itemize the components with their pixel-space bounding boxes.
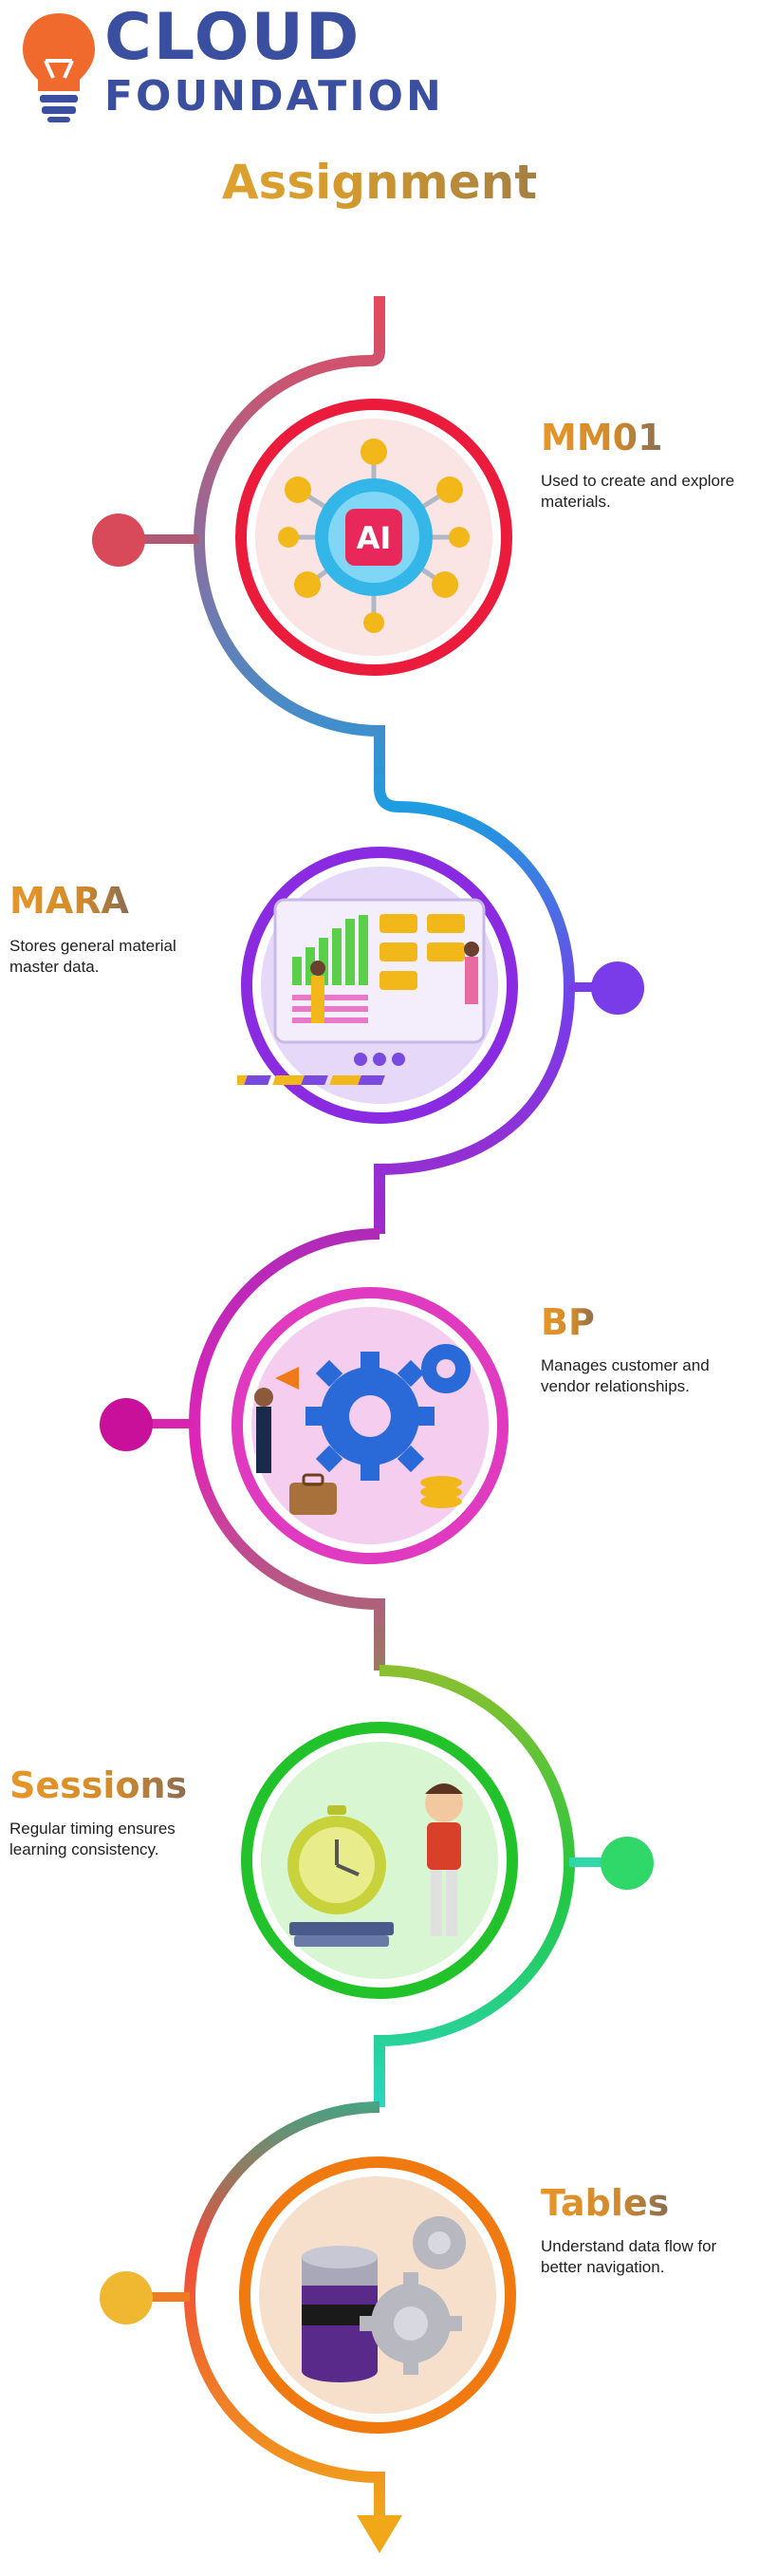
database-gears-icon bbox=[239, 2156, 516, 2434]
step-5-dot bbox=[100, 2271, 153, 2324]
step-2-dot bbox=[591, 961, 644, 1015]
analytics-dashboard-icon bbox=[237, 847, 518, 1124]
step-2-description: Stores general material master data. bbox=[9, 937, 176, 976]
alarm-clock-icon bbox=[241, 1722, 518, 1999]
gears-icon bbox=[231, 1287, 509, 1564]
step-2-title: MARA bbox=[9, 880, 129, 922]
step-4-description: Regular timing ensures learning consiste… bbox=[9, 1820, 176, 1858]
step-3-description: Manages customer and vendor relationship… bbox=[541, 1356, 710, 1395]
step-3-dot bbox=[100, 1398, 153, 1451]
step-5-title: Tables bbox=[541, 2182, 670, 2224]
end-arrow-icon bbox=[357, 2515, 402, 2553]
svg-text:AI: AI bbox=[357, 520, 392, 556]
step-4-dot bbox=[601, 1837, 654, 1890]
step-1-title: MM01 bbox=[541, 417, 663, 458]
brand-name-line-2: FOUNDATION bbox=[104, 72, 444, 121]
step-4-title: Sessions bbox=[9, 1764, 188, 1806]
step-1-dot bbox=[92, 513, 145, 567]
page-title: Assignment bbox=[0, 154, 759, 211]
step-5-description: Understand data flow for better navigati… bbox=[541, 2237, 717, 2276]
logo-bulb-icon bbox=[23, 13, 95, 122]
step-1-description: Used to create and explore materials. bbox=[541, 472, 735, 511]
brand-name-line-1: CLOUD bbox=[104, 0, 361, 75]
step-3-title: BP bbox=[541, 1301, 595, 1343]
ai-chip-icon: AI bbox=[235, 399, 512, 676]
